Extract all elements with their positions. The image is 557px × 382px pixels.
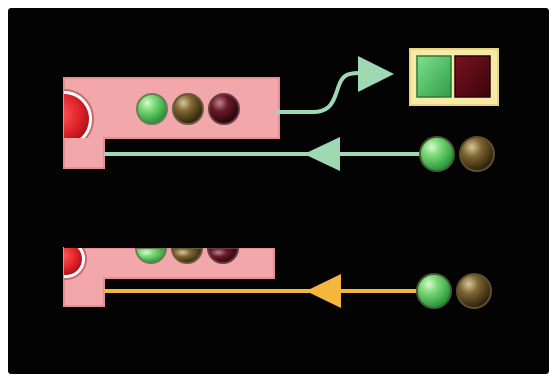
upper-indicator-green-lamp: [136, 93, 168, 125]
lower-incoming-track: [104, 273, 492, 309]
upper-indicator-red-lamp: [208, 93, 240, 125]
lower-indicator-green-lamp: [134, 247, 168, 264]
lower-source-amber-lamp: [456, 273, 492, 309]
upper-outgoing-track: [276, 56, 394, 114]
signal-diagram: [63, 48, 499, 309]
diagram-panel: [8, 8, 549, 374]
signal-box-red-lamp: [454, 55, 491, 98]
upper-source-amber-lamp: [459, 136, 495, 172]
lower-indicator-amber-lamp: [170, 247, 204, 264]
upper-incoming-track: [104, 136, 495, 172]
incoming-arrow-icon: [304, 137, 340, 171]
upper-unit: [63, 77, 280, 169]
signal-box: [409, 48, 499, 106]
lower-indicator-red-lamp: [206, 247, 240, 264]
upper-source-green-lamp: [419, 136, 455, 172]
lower-unit: [63, 238, 276, 307]
incoming-arrow-icon: [306, 274, 341, 308]
lower-unit-block: [63, 247, 275, 307]
outgoing-arrow-icon: [358, 56, 394, 92]
upper-indicator-amber-lamp: [172, 93, 204, 125]
signal-box-green-lamp: [416, 55, 452, 98]
lower-source-green-lamp: [416, 273, 452, 309]
